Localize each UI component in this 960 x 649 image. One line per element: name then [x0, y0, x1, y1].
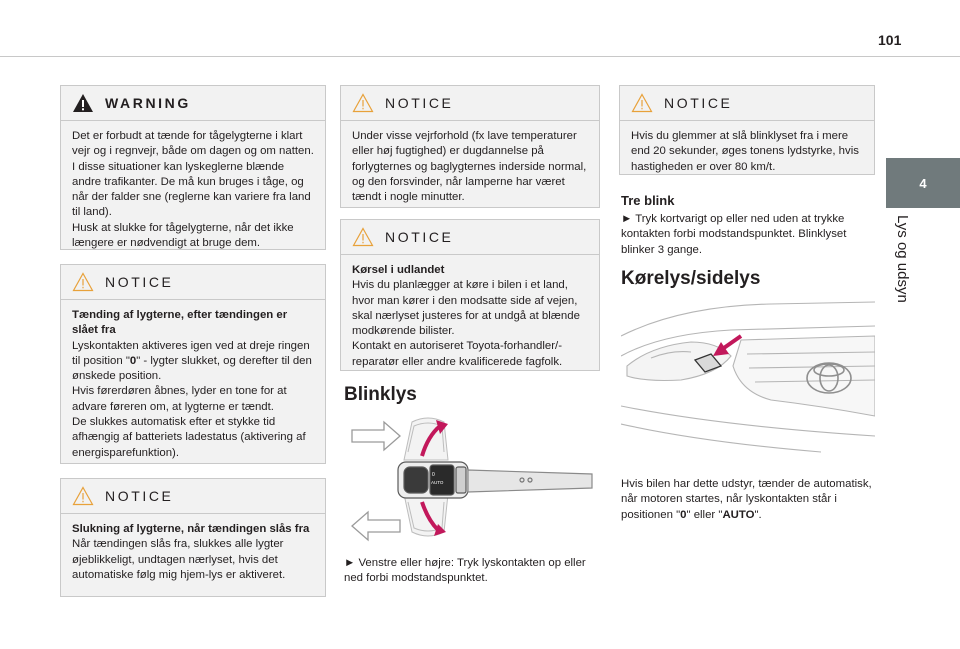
notice-text: Hvis du planlægger at køre i bilen i et … [352, 279, 580, 338]
heading-blinklys: Blinklys [344, 384, 417, 405]
notice-title: NOTICE [385, 229, 454, 245]
header-rule [0, 56, 960, 57]
notice-box-abroad: NOTICE Kørsel i udlandet Hvis du planlæg… [340, 219, 600, 371]
arrow-right-outline-icon-top [351, 420, 401, 452]
toyota-logo-icon [806, 362, 852, 394]
notice-header: NOTICE [61, 479, 325, 514]
heading-korelys: Kørelys/sidelys [621, 268, 761, 289]
warning-header: WARNING [61, 86, 325, 121]
chapter-label: Lys og udsyn [893, 215, 913, 325]
stalk-main [397, 461, 593, 499]
warning-icon [73, 94, 93, 112]
turn-signal-stalk-illustration: 0 AUTO [351, 417, 593, 542]
notice-icon [72, 272, 94, 292]
notice-icon [72, 486, 94, 506]
notice-lead: Kørsel i udlandet [352, 264, 445, 276]
tre-blink-text: ► Tryk kortvarigt op eller ned uden at t… [621, 213, 847, 256]
chapter-number: 4 [919, 175, 927, 191]
korelys-body: Hvis bilen har dette udstyr, tænder de a… [621, 478, 872, 521]
daytime-light-icon [693, 353, 723, 373]
notice-lead: Tænding af lygterne, efter tændingen er … [72, 309, 288, 337]
notice-title: NOTICE [664, 95, 733, 111]
arrow-left-outline-icon-bottom [351, 510, 401, 542]
notice-icon [352, 227, 374, 247]
blinklys-caption: ► Venstre eller højre: Tryk lyskontakten… [344, 557, 586, 585]
warning-text-2: Husk at slukke for tågelygterne, når det… [72, 221, 294, 250]
notice-title: NOTICE [105, 274, 174, 290]
notice-text: Hvis du glemmer at slå blinklyset fra i … [631, 130, 859, 173]
notice-lead: Slukning af lygterne, når tændingen slås… [72, 523, 310, 535]
notice-box-lights-on: NOTICE Tænding af lygterne, efter tændin… [60, 264, 326, 464]
notice-header: NOTICE [341, 220, 599, 255]
car-front-daytime-light-illustration [621, 301, 875, 453]
notice-header: NOTICE [620, 86, 874, 121]
notice-text: Når tændingen slås fra, slukkes alle lyg… [72, 538, 286, 581]
notice-icon [352, 93, 374, 113]
notice-title: NOTICE [385, 95, 454, 111]
chapter-label-text: Lys og udsyn [894, 215, 911, 303]
notice-box-lights-off: NOTICE Slukning af lygterne, når tænding… [60, 478, 326, 597]
turn-up-arrow-icon [420, 424, 442, 457]
turn-down-arrowhead-icon [434, 524, 446, 536]
warning-title: WARNING [105, 95, 191, 111]
notice-text: Under visse vejrforhold (fx lave tempera… [352, 130, 587, 204]
page-number: 101 [878, 32, 902, 48]
warning-text: Det er forbudt at tænde for tågelygterne… [72, 130, 314, 219]
notice-header: NOTICE [341, 86, 599, 121]
notice-title: NOTICE [105, 488, 174, 504]
turn-up-arrowhead-icon [436, 420, 448, 434]
pointer-arrowhead-icon [713, 342, 729, 356]
notice-box-reminder: NOTICE Hvis du glemmer at slå blinklyset… [619, 85, 875, 175]
notice-box-condensation: NOTICE Under visse vejrforhold (fx lave … [340, 85, 600, 208]
notice-icon [631, 93, 653, 113]
turn-down-arrow-icon [420, 501, 440, 532]
chapter-tab[interactable]: 4 [886, 158, 960, 208]
notice-text-2: Kontakt en autoriseret Toyota-forhandler… [352, 340, 563, 368]
car-front-outline [621, 301, 875, 453]
stalk-label-auto: AUTO [431, 480, 444, 485]
warning-box: WARNING Det er forbudt at tænde for tåge… [60, 85, 326, 250]
notice-line-3: De slukkes automatisk efter et stykke ti… [72, 416, 306, 459]
notice-line-2: Hvis førerdøren åbnes, lyder en tone for… [72, 385, 287, 413]
notice-header: NOTICE [61, 265, 325, 300]
subheading-tre-blink: Tre blink [621, 193, 675, 208]
notice-line-1: Lyskontakten aktiveres igen ved at dreje… [72, 339, 312, 383]
stalk-label-zero: 0 [432, 472, 435, 478]
